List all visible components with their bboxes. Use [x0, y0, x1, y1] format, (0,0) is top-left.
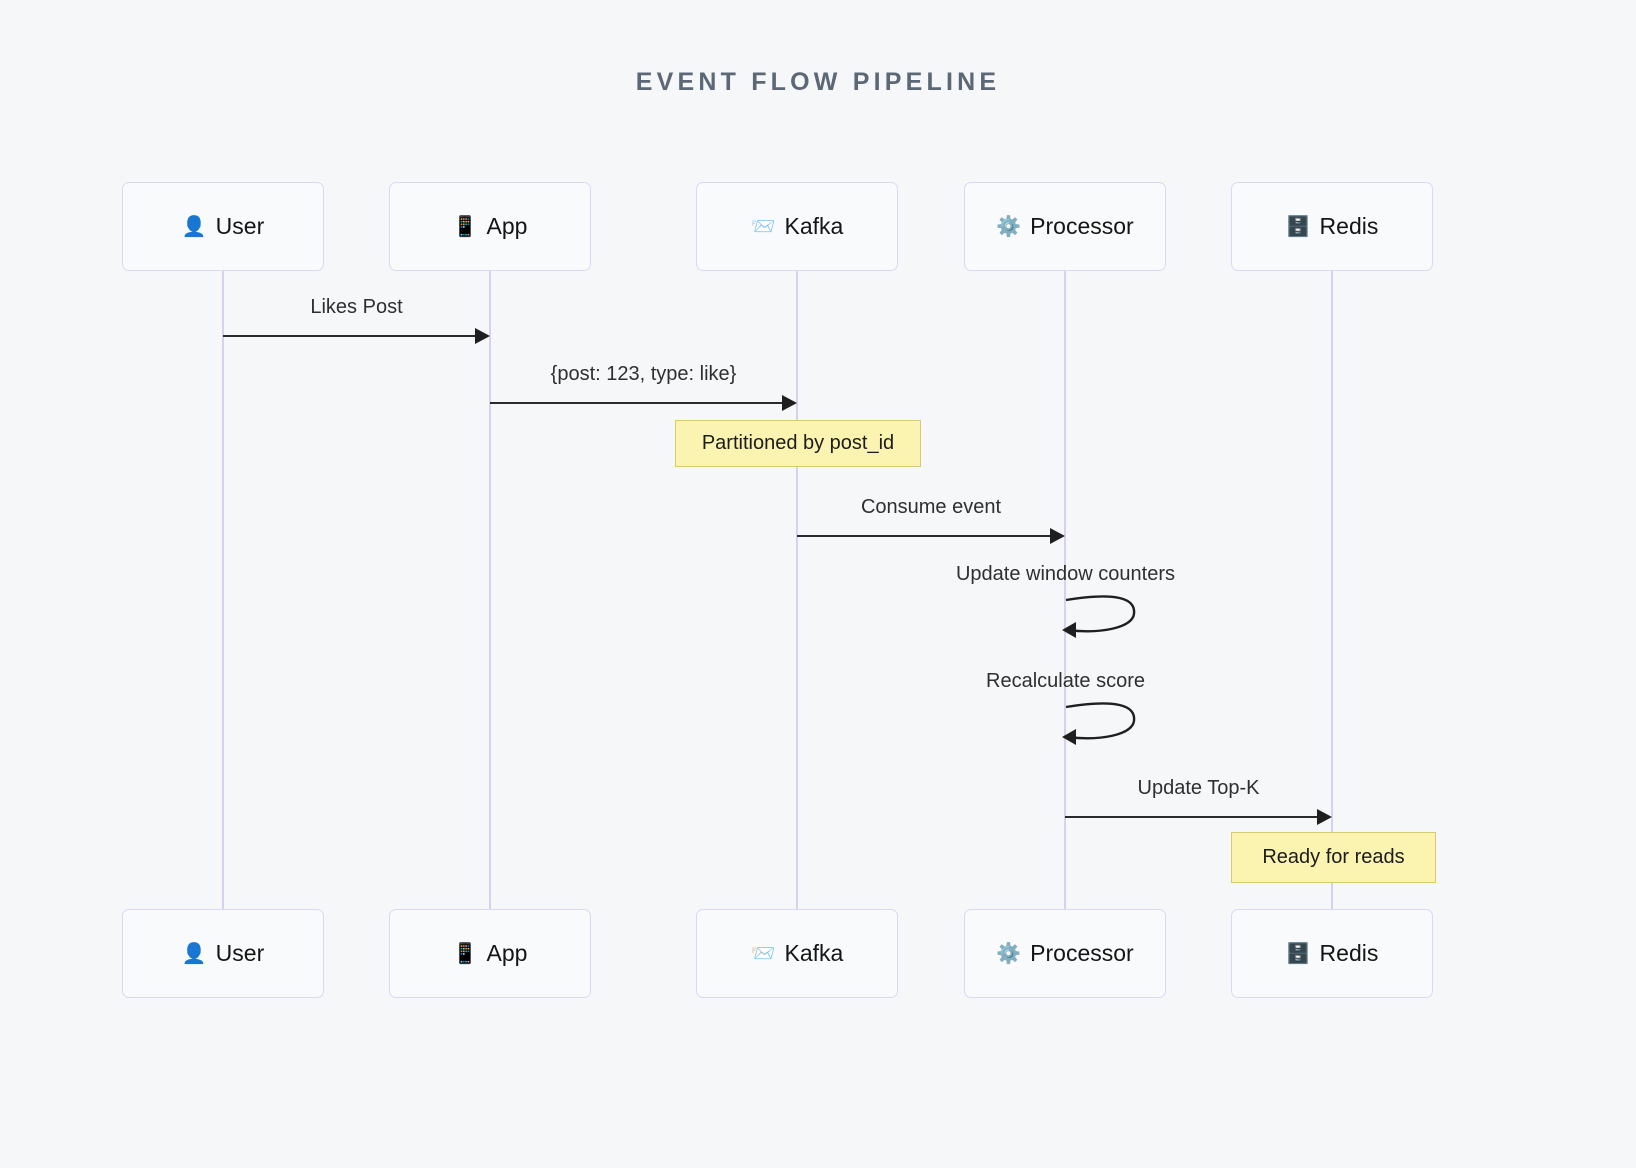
message-arrowhead-right: [782, 395, 797, 411]
page-title: EVENT FLOW PIPELINE: [635, 68, 1001, 96]
participant-label: User: [215, 940, 265, 966]
message-label-recalculate-score: Recalculate score: [986, 670, 1145, 692]
gear-icon: ⚙️: [996, 215, 1022, 238]
file-cabinet-icon: 🗄️: [1285, 215, 1311, 238]
note-partitioned-by-post-id: Partitioned by post_id: [675, 420, 921, 467]
participant-label: Kafka: [784, 940, 844, 966]
participant-processor-top[interactable]: ⚙️ Processor: [964, 182, 1166, 271]
message-line-consume-event: [797, 535, 1050, 537]
self-loop-recalculate-score: [1062, 702, 1136, 745]
participant-user-bottom[interactable]: 👤 User: [122, 909, 324, 998]
mobile-phone-icon: 📱: [452, 215, 478, 238]
message-label-event-payload: {post: 123, type: like}: [550, 363, 737, 385]
participant-kafka-bottom[interactable]: 📨 Kafka: [696, 909, 898, 998]
lifeline-user: [222, 271, 224, 911]
message-line-likes-post: [223, 335, 475, 337]
participant-app-bottom[interactable]: 📱 App: [389, 909, 591, 998]
participant-app-top[interactable]: 📱 App: [389, 182, 591, 271]
participant-label: Redis: [1319, 213, 1379, 239]
participant-kafka-top[interactable]: 📨 Kafka: [696, 182, 898, 271]
lifeline-app: [489, 271, 491, 911]
incoming-envelope-icon: 📨: [750, 942, 776, 965]
participant-label: Redis: [1319, 940, 1379, 966]
note-ready-for-reads: Ready for reads: [1231, 832, 1436, 883]
message-line-event-payload: [490, 402, 782, 404]
file-cabinet-icon: 🗄️: [1285, 942, 1311, 965]
lifeline-redis: [1331, 271, 1333, 911]
participant-redis-bottom[interactable]: 🗄️ Redis: [1231, 909, 1433, 998]
participant-label: User: [215, 213, 265, 239]
message-arrowhead-right: [1050, 528, 1065, 544]
message-arrowhead-right: [1317, 809, 1332, 825]
gear-icon: ⚙️: [996, 942, 1022, 965]
lifeline-kafka: [796, 271, 798, 911]
participant-user-top[interactable]: 👤 User: [122, 182, 324, 271]
lifeline-processor: [1064, 271, 1066, 911]
message-label-update-top-k: Update Top-K: [1137, 777, 1260, 799]
participant-label: App: [486, 213, 528, 239]
incoming-envelope-icon: 📨: [750, 215, 776, 238]
message-label-consume-event: Consume event: [860, 496, 1002, 518]
participant-label: Kafka: [784, 213, 844, 239]
mobile-phone-icon: 📱: [452, 942, 478, 965]
message-arrowhead-right: [475, 328, 490, 344]
participant-label: Processor: [1030, 940, 1134, 966]
participant-label: App: [486, 940, 528, 966]
participant-processor-bottom[interactable]: ⚙️ Processor: [964, 909, 1166, 998]
bust-in-silhouette-icon: 👤: [181, 215, 207, 238]
self-loop-update-window-counters: [1062, 595, 1136, 638]
participant-redis-top[interactable]: 🗄️ Redis: [1231, 182, 1433, 271]
message-label-update-window-counters: Update window counters: [955, 563, 1175, 585]
message-line-update-top-k: [1065, 816, 1317, 818]
bust-in-silhouette-icon: 👤: [181, 942, 207, 965]
participant-label: Processor: [1030, 213, 1134, 239]
message-label-likes-post: Likes Post: [310, 296, 403, 318]
